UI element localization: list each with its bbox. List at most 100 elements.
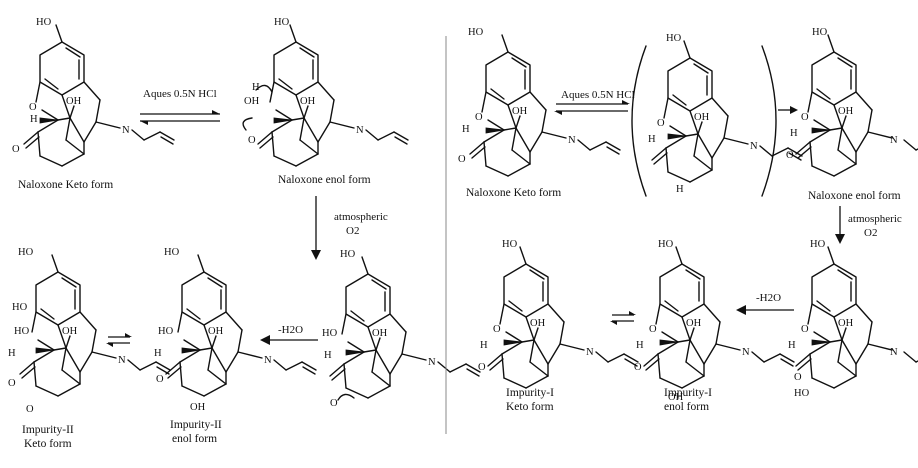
- tautomer-equilibrium-arrow: [610, 311, 636, 325]
- reagent-label: O2: [346, 225, 359, 237]
- atom-label: H: [8, 348, 16, 359]
- atom-label: HO: [340, 249, 356, 260]
- atom-label: N: [122, 125, 130, 136]
- atom-label: N: [428, 357, 436, 368]
- atom-label: O: [801, 324, 809, 335]
- atom-label: H: [648, 134, 656, 145]
- atom-label: H: [480, 340, 488, 351]
- atom-label: O: [657, 118, 665, 129]
- right-panel: HO O OH N H O Naloxone Keto form Aques 0…: [458, 27, 918, 413]
- atom-label: O: [29, 102, 37, 113]
- atom-label: H: [324, 350, 332, 361]
- atom-label: OH: [244, 96, 260, 107]
- atom-label: O: [12, 144, 20, 155]
- atom-label: O: [26, 404, 34, 415]
- atom-label: N: [118, 355, 126, 366]
- caption-impurity-ii-keto-1: Impurity-II: [22, 424, 74, 436]
- atom-label: HO: [322, 328, 338, 339]
- atom-label: O: [493, 324, 501, 335]
- atom-label: OH: [300, 96, 316, 107]
- atom-label: N: [264, 355, 272, 366]
- atom-label: HO: [468, 27, 484, 38]
- reagent-label: atmospheric: [334, 211, 388, 223]
- atom-label: OH: [208, 326, 224, 337]
- naloxone-enol-structure: HO OH N H OH O: [242, 17, 409, 167]
- atom-label: HO: [666, 33, 682, 44]
- atom-label: O: [156, 374, 164, 385]
- caption-impurity-i-enol-1: Impurity-I: [664, 387, 712, 399]
- atom-label: O: [649, 324, 657, 335]
- reagent-label: Aques 0.5N HCl: [561, 89, 635, 101]
- equilibrium-arrow: [554, 100, 630, 115]
- caption-impurity-ii-enol-2: enol form: [172, 433, 217, 445]
- atom-label: HO: [18, 247, 34, 258]
- atom-label: HO: [794, 388, 810, 399]
- caption-impurity-ii-enol-1: Impurity-II: [170, 419, 222, 431]
- atom-label: OH: [694, 112, 710, 123]
- atom-label: H: [154, 348, 162, 359]
- atom-label: H: [790, 128, 798, 139]
- atom-label: N: [568, 135, 576, 146]
- caption-impurity-i-enol-2: enol form: [664, 401, 709, 413]
- atom-label: HO: [274, 17, 290, 28]
- atom-label: H: [788, 340, 796, 351]
- left-panel: HO O OH N H O Naloxone Keto form Aques 0…: [8, 17, 481, 450]
- reaction-arrow: [778, 106, 798, 114]
- naloxone-enol-structure: HO O OH N H O: [786, 27, 918, 177]
- atom-label: OH: [838, 318, 854, 329]
- impurity-i-enol-structure: HO O OH N H O OH: [634, 239, 795, 403]
- oxidation-arrow: [311, 196, 321, 260]
- caption-naloxone-keto: Naloxone Keto form: [466, 187, 561, 199]
- atom-label: O: [458, 154, 466, 165]
- atom-label: N: [356, 125, 364, 136]
- caption-naloxone-enol: Naloxone enol form: [278, 174, 371, 186]
- atom-label: H: [462, 124, 470, 135]
- atom-label: HO: [810, 239, 826, 250]
- atom-label: N: [750, 141, 758, 152]
- caption-naloxone-keto: Naloxone Keto form: [18, 179, 113, 191]
- oxidation-arrow: [835, 206, 845, 244]
- reagent-label: atmospheric: [848, 213, 902, 225]
- reagent-label: -H2O: [756, 292, 781, 304]
- atom-label: O: [801, 112, 809, 123]
- atom-label: HO: [164, 247, 180, 258]
- impurity-ii-enol-structure: HO HO OH N H O OH: [154, 247, 317, 413]
- caption-impurity-i-keto-1: Impurity-I: [506, 387, 554, 399]
- atom-label: O: [634, 362, 642, 373]
- atom-label: OH: [372, 328, 388, 339]
- atom-label: H: [636, 340, 644, 351]
- atom-label: N: [890, 135, 898, 146]
- naloxone-keto-structure: HO O OH N H O: [12, 17, 175, 167]
- atom-label: O: [478, 362, 486, 373]
- atom-label: O: [248, 135, 256, 146]
- atom-label: N: [890, 347, 898, 358]
- atom-label: HO: [36, 17, 52, 28]
- atom-label: N: [742, 347, 750, 358]
- atom-label: O: [786, 150, 794, 161]
- atom-label: HO: [12, 302, 28, 313]
- atom-label: OH: [668, 392, 684, 403]
- dehydration-arrow: [260, 335, 318, 345]
- atom-label: H: [676, 184, 684, 195]
- atom-label: OH: [686, 318, 702, 329]
- atom-label: O: [330, 398, 338, 409]
- atom-label: OH: [512, 106, 528, 117]
- atom-label: HO: [658, 239, 674, 250]
- impurity-ii-keto-structure: HO HO HO OH N H O O: [8, 247, 171, 415]
- bracket-right: [761, 45, 777, 197]
- reagent-label: O2: [864, 227, 877, 239]
- reagent-label: -H2O: [278, 324, 303, 336]
- atom-label: HO: [14, 326, 30, 337]
- dehydration-arrow: [736, 305, 794, 315]
- naloxone-keto-structure: HO O OH N H O: [458, 27, 621, 177]
- caption-impurity-i-keto-2: Keto form: [506, 401, 554, 413]
- reagent-label: Aques 0.5N HCl: [143, 88, 217, 100]
- atom-label: N: [586, 347, 594, 358]
- atom-label: H: [252, 82, 260, 93]
- equilibrium-arrow: [140, 110, 220, 125]
- peroxide-intermediate-structure: HO O OH N H O HO: [788, 239, 918, 399]
- atom-label: OH: [530, 318, 546, 329]
- atom-label: OH: [190, 402, 206, 413]
